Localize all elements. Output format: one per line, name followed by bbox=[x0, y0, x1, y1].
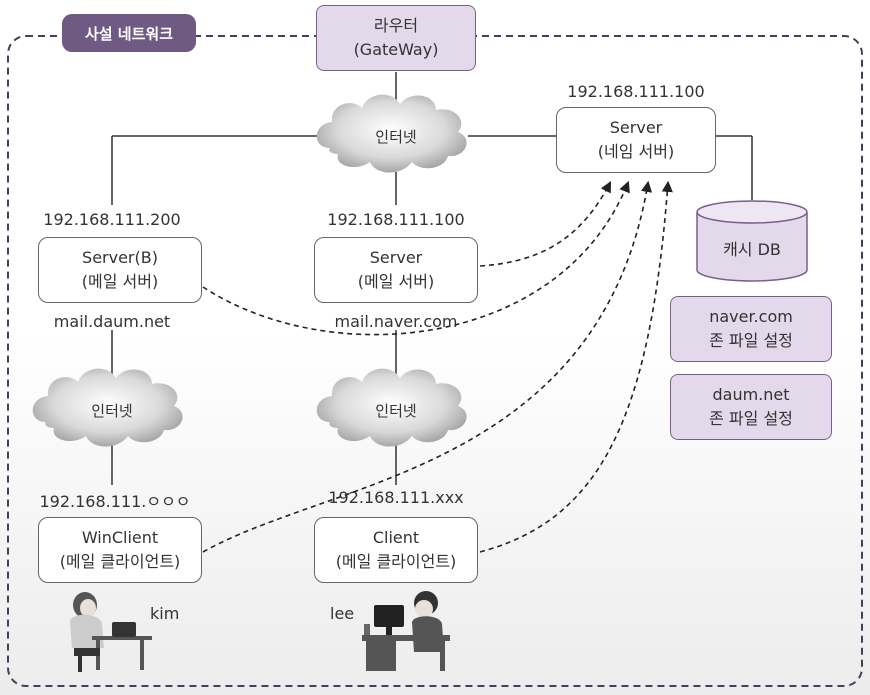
win-client-box: WinClient (메일 클라이언트) bbox=[38, 517, 202, 583]
win-client-label: WinClient bbox=[81, 528, 159, 547]
user-lee-label: lee bbox=[330, 604, 355, 623]
connection-lines bbox=[111, 72, 753, 485]
cloud-top bbox=[316, 94, 467, 173]
private-network-label: 사설 네트워크 bbox=[62, 14, 196, 52]
name-server-role: (네임 서버) bbox=[597, 142, 675, 161]
mail-server-b-box: Server(B) (메일 서버) bbox=[38, 237, 202, 303]
cloud-middle bbox=[316, 368, 467, 447]
cloud-top-label: 인터넷 bbox=[375, 128, 417, 146]
zone-file-desc: 존 파일 설정 bbox=[709, 331, 793, 350]
mail-server-ip: 192.168.111.100 bbox=[327, 210, 465, 229]
cache-db-label: 캐시 DB bbox=[723, 240, 781, 259]
mail-server-domain: mail.naver.com bbox=[334, 312, 458, 331]
zone-file-desc: 존 파일 설정 bbox=[709, 409, 793, 428]
client-role: (메일 클라이언트) bbox=[335, 552, 457, 571]
zone-file-domain: daum.net bbox=[712, 385, 790, 404]
name-server-box: Server (네임 서버) bbox=[556, 107, 716, 173]
name-server-label: Server bbox=[609, 118, 663, 137]
zone-file-daum: daum.net 존 파일 설정 bbox=[670, 374, 832, 440]
router-sub-label: (GateWay) bbox=[353, 40, 439, 59]
user-kim-label: kim bbox=[150, 604, 180, 623]
mail-server-role: (메일 서버) bbox=[357, 272, 435, 291]
cloud-left-label: 인터넷 bbox=[91, 402, 133, 420]
client-ip: 192.168.111.xxx bbox=[328, 488, 464, 507]
mail-server-b-ip: 192.168.111.200 bbox=[43, 210, 181, 229]
cloud-middle-label: 인터넷 bbox=[375, 402, 417, 420]
name-server-ip: 192.168.111.100 bbox=[567, 82, 705, 101]
client-box: Client (메일 클라이언트) bbox=[314, 517, 478, 583]
dns-query-arrows bbox=[202, 180, 673, 553]
win-client-role: (메일 클라이언트) bbox=[59, 552, 181, 571]
zone-file-domain: naver.com bbox=[709, 307, 793, 326]
user-lee-illustration bbox=[362, 591, 450, 671]
cloud-left bbox=[32, 368, 183, 447]
cache-db-cylinder bbox=[696, 200, 808, 282]
client-label: Client bbox=[372, 528, 420, 547]
zone-file-naver: naver.com 존 파일 설정 bbox=[670, 296, 832, 362]
mail-server-b-label: Server(B) bbox=[82, 248, 158, 267]
mail-server-b-role: (메일 서버) bbox=[81, 272, 159, 291]
mail-server-b-domain: mail.daum.net bbox=[53, 312, 171, 331]
win-client-ip: 192.168.111.ㅇㅇㅇ bbox=[39, 492, 191, 511]
user-kim-illustration bbox=[70, 592, 152, 672]
mail-server-box: Server (메일 서버) bbox=[314, 237, 478, 303]
router-label: 라우터 bbox=[373, 16, 419, 35]
router-box: 라우터 (GateWay) bbox=[316, 5, 476, 71]
mail-server-label: Server bbox=[369, 248, 423, 267]
